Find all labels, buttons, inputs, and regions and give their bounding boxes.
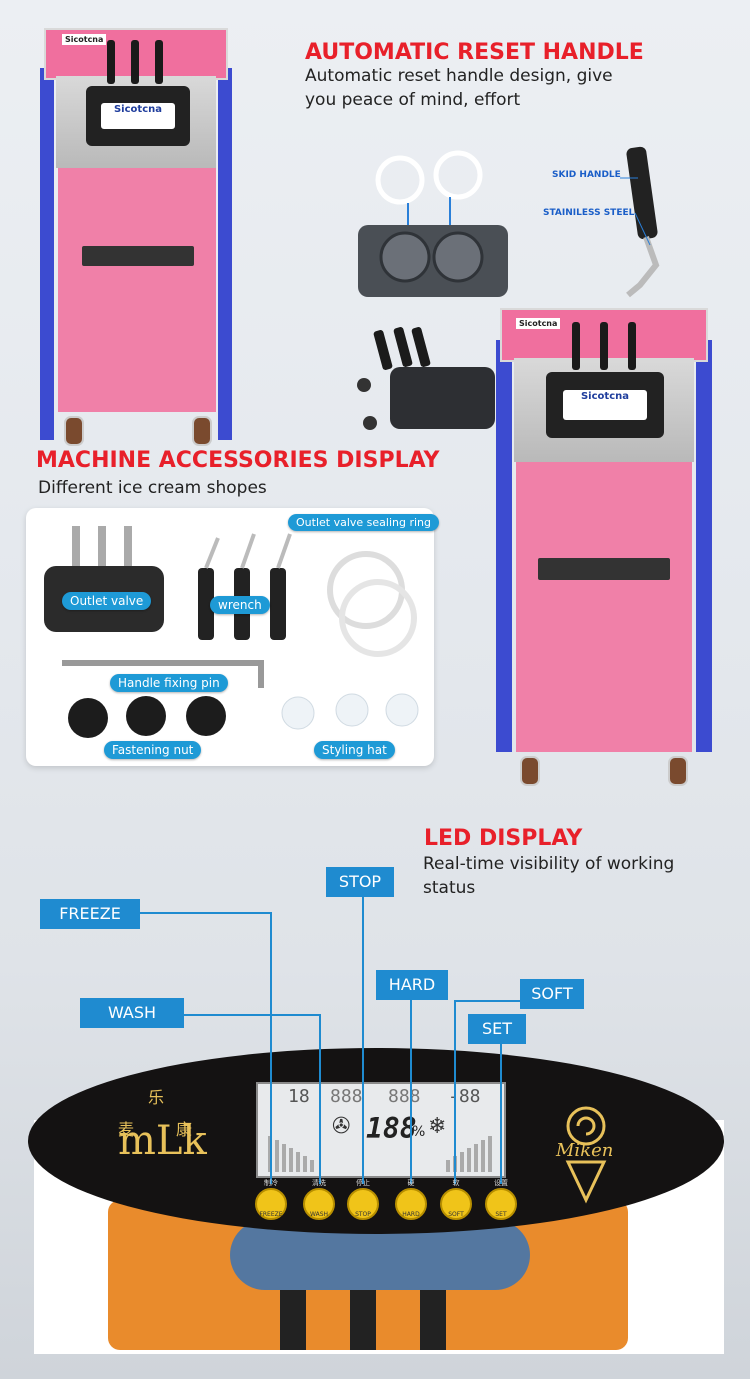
logo-char-top: 乐 [148,1088,165,1107]
lcd-unit: % [412,1124,426,1140]
stop-button-caption: 停止 [356,1179,370,1187]
logo-char-right: 康 [176,1120,193,1139]
handle-icon [600,322,608,370]
soft-button-caption: 软 [452,1179,460,1187]
ice-cream-machine-right: Sicotcna Sicotcna [496,300,712,800]
soft-button[interactable]: SOFT [440,1188,472,1220]
fastening-nut-icon [186,696,226,736]
logo-letters: mLk [118,1118,207,1164]
stainless-steel-label: STAINILESS STEEL [543,208,635,218]
handle-icon [628,322,636,370]
right-level-bars [446,1136,492,1172]
sealing-ring-icon [339,579,417,657]
accessories-illustration [44,526,419,738]
styling-hat-icon [281,696,315,730]
handle-icon [107,40,115,84]
machine-body [516,462,692,752]
stop-tag: STOP [326,867,394,897]
seal-ring-icon [433,150,483,200]
hard-button[interactable]: HARD [395,1188,427,1220]
wash-button-caption: 清洗 [312,1179,326,1187]
fastening-nut-icon [126,696,166,736]
dispenser-brand-label: Sicotcna [562,390,648,420]
fan-icon: ✇ [332,1114,351,1139]
lcd-display: 18 888 888 -88 ✇ 188 % ❄ [256,1082,506,1178]
styling-hat-label: Styling hat [314,741,395,759]
reset-handle-desc-1: Automatic reset handle design, give [305,66,613,86]
accessories-card: Outlet valve wrench Outlet valve sealing… [26,508,439,766]
machine-brand-plate: Sicotcna [516,318,561,329]
outlet-valve-label: Outlet valve [62,592,152,610]
freeze-button-caption: 制冷 [264,1179,278,1187]
accessories-title: MACHINE ACCESSORIES DISPLAY [36,448,440,473]
lcd-top-left: 18 [288,1086,310,1107]
sealing-ring-label: Outlet valve sealing ring [288,514,439,531]
fixing-pin-icon [62,660,262,666]
handle-icon [131,40,139,84]
right-logo-icon [565,1106,607,1204]
set-button[interactable]: SET [485,1188,517,1220]
freeze-tag: FREEZE [40,899,140,929]
reset-handle-desc-2: you peace of mind, effort [305,90,521,110]
wash-tag: WASH [80,998,184,1028]
valve-parts-illustration [357,150,508,430]
lcd-top-right: -88 [448,1086,481,1107]
drip-tray [82,246,194,266]
machine-side-panel [496,340,512,752]
left-level-bars [268,1136,314,1172]
wheel-icon [668,756,688,786]
drip-tray [538,558,670,580]
freeze-button[interactable]: FREEZE [255,1188,287,1220]
machine-brand-plate: Sicotcna [62,34,107,45]
handle-icon [572,322,580,370]
snowflake-icon: ❄ [428,1114,447,1139]
seal-ring-icon [375,155,425,205]
fastening-nut-label: Fastening nut [104,741,202,759]
dispenser-head-icon [390,367,495,429]
machine-side-panel [218,68,232,440]
machine-body [58,168,216,412]
machine-side-panel [696,340,712,752]
ice-cream-machine-left: Sicotcna Sicotcna [40,28,232,450]
lcd-top-mid-1: 888 [330,1086,363,1107]
handle-blur [350,1290,376,1350]
handle-blur [420,1290,446,1350]
dispenser-head: Sicotcna [86,86,190,146]
skid-handle-label: SKID HANDLE [552,170,621,180]
hard-tag: HARD [376,970,448,1000]
styling-hat-icon [335,693,369,727]
lcd-top-mid-2: 888 [388,1086,421,1107]
led-desc-2: status [423,878,476,898]
dispenser-brand-label: Sicotcna [100,102,176,130]
machine-side-panel [40,68,54,440]
styling-hat-icon [385,693,419,727]
wheel-icon [192,416,212,446]
set-button-caption: 设置 [494,1179,508,1187]
set-tag: SET [468,1014,526,1044]
wrench-label: wrench [210,596,270,614]
wheel-icon [64,416,84,446]
led-desc-1: Real-time visibility of working [423,854,675,874]
fixing-pin-label: Handle fixing pin [110,674,228,692]
reset-handle-title: AUTOMATIC RESET HANDLE [305,40,644,65]
handle-blur [280,1290,306,1350]
accessories-subtitle: Different ice cream shopes [38,478,267,498]
wash-button[interactable]: WASH [303,1188,335,1220]
dispenser-head: Sicotcna [546,372,664,438]
soft-tag: SOFT [520,979,584,1009]
led-title: LED DISPLAY [424,826,583,851]
hard-button-caption: 硬 [407,1179,415,1187]
wrench-icon [270,568,286,640]
lcd-center-value: 188 [366,1112,417,1145]
logo-char-left: 麦 [118,1120,135,1139]
wrench-icon [198,568,214,640]
stop-button[interactable]: STOP [347,1188,379,1220]
skid-handle-illustration [620,146,660,298]
wheel-icon [520,756,540,786]
right-logo-text: Miken [556,1140,614,1161]
handle-icon [155,40,163,84]
fastening-nut-icon [68,698,108,738]
